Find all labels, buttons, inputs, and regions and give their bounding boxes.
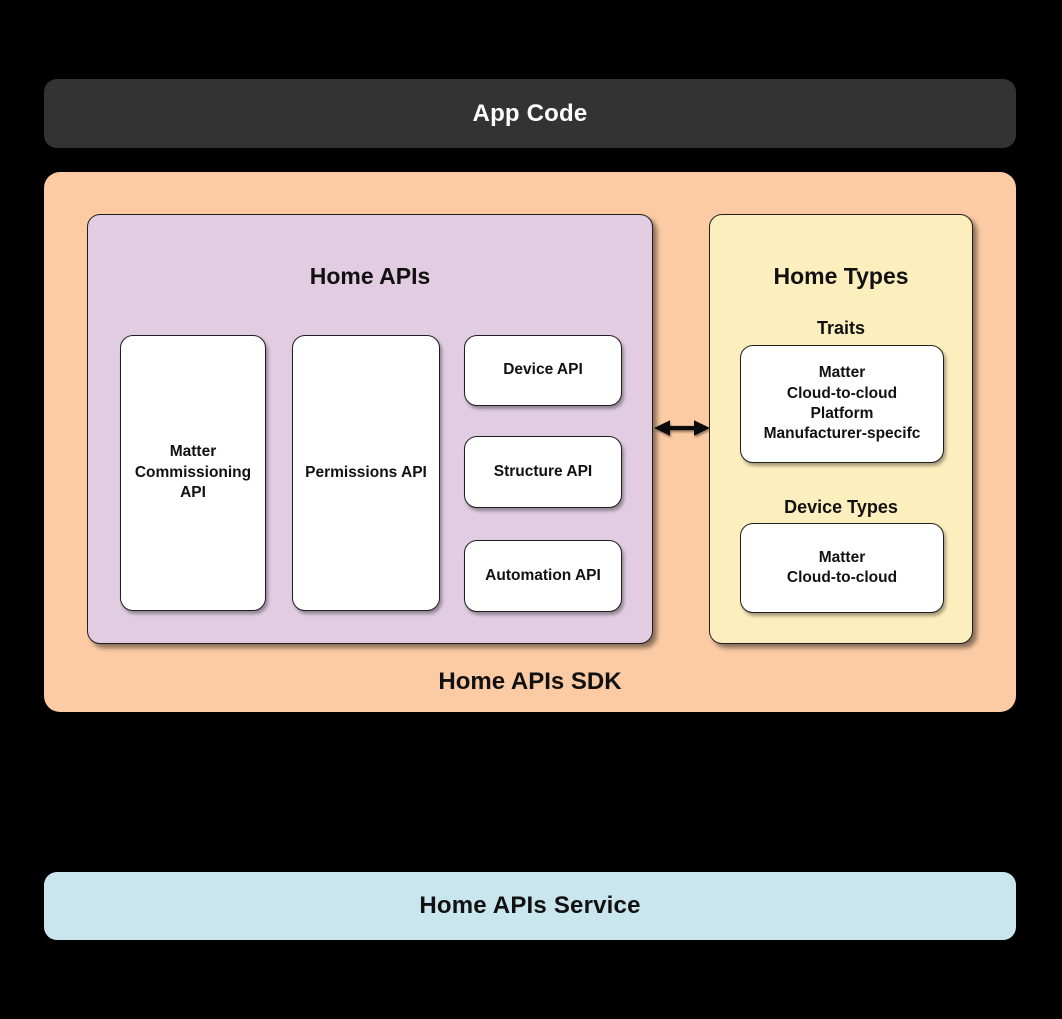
automation-api-card: Automation API	[464, 540, 622, 612]
automation-api-label: Automation API	[485, 566, 601, 584]
permissions-api-card: Permissions API	[292, 335, 440, 611]
structure-api-card: Structure API	[464, 436, 622, 508]
home-apis-service-label: Home APIs Service	[419, 892, 641, 919]
permissions-api-label: Permissions API	[305, 463, 427, 481]
device-api-label: Device API	[503, 361, 583, 379]
device-types-card-label: Matter Cloud-to-cloud	[786, 548, 898, 586]
home-apis-service-box: Home APIs Service	[44, 872, 1016, 940]
device-types-card: Matter Cloud-to-cloud	[740, 523, 944, 613]
home-apis-sdk-container: Home APIs Matter Commissioning API Permi…	[44, 172, 1016, 712]
device-api-card: Device API	[464, 335, 622, 406]
home-types-box: Home Types Traits Matter Cloud-to-cloud …	[709, 214, 973, 644]
home-apis-box: Home APIs Matter Commissioning API Permi…	[87, 214, 653, 644]
matter-commissioning-api-card: Matter Commissioning API	[120, 335, 266, 611]
traits-card: Matter Cloud-to-cloud Platform Manufactu…	[740, 345, 944, 463]
home-types-title: Home Types	[773, 263, 909, 289]
home-apis-title: Home APIs	[309, 263, 431, 289]
device-types-heading: Device Types	[784, 497, 898, 517]
home-apis-sdk-label: Home APIs SDK	[438, 668, 622, 695]
app-code-label: App Code	[472, 99, 588, 127]
double-arrow-icon	[654, 420, 710, 436]
traits-heading: Traits	[816, 318, 866, 338]
traits-card-label: Matter Cloud-to-cloud Platform Manufactu…	[763, 364, 921, 443]
app-code-box: App Code	[44, 79, 1016, 148]
structure-api-label: Structure API	[493, 462, 593, 480]
matter-commissioning-api-label: Matter Commissioning API	[134, 443, 252, 502]
